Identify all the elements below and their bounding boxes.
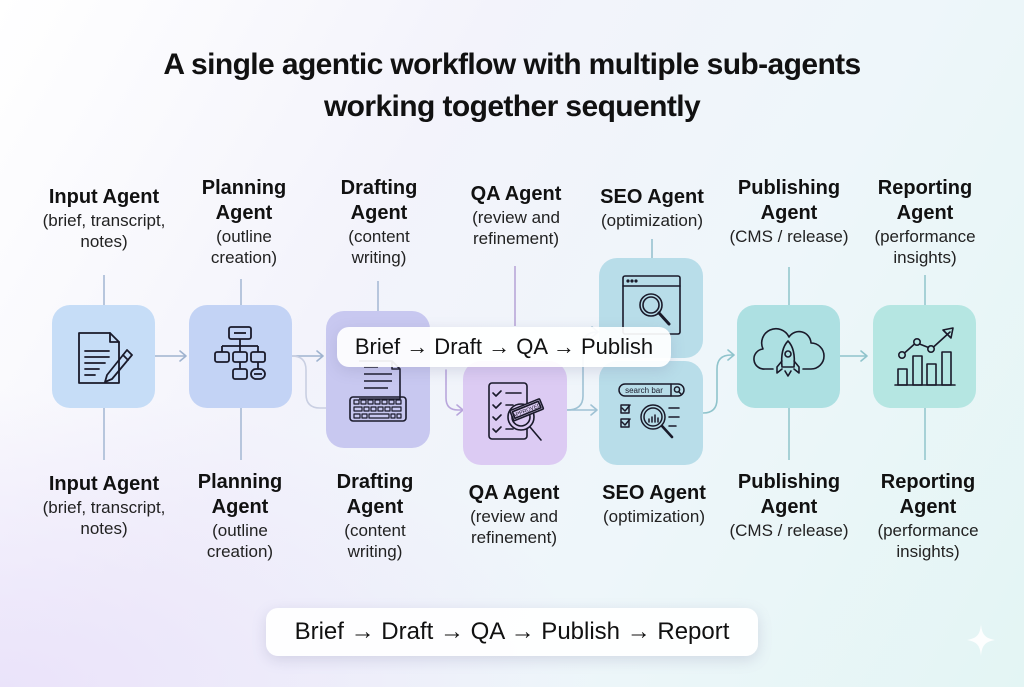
diagram-title: A single agentic workflow with multiple …: [0, 44, 1024, 128]
checklist-approved-magnifier-icon: APPROVED: [488, 382, 545, 441]
bottom-label-input-agent: Input Agent (brief, transcript, notes): [42, 473, 166, 538]
connector-line: [240, 279, 242, 305]
pipeline-summary-full: Brief → Draft → QA → Publish → Report: [266, 608, 758, 656]
arrow-planning-to-drafting-lower: [291, 355, 329, 409]
connector-line: [651, 239, 653, 259]
arrow-publishing-to-reporting: [839, 350, 868, 362]
top-label-planning-agent: Planning Agent (outline creation): [201, 177, 287, 267]
bottom-label-planning-agent: Planning Agent (outline creation): [197, 471, 283, 561]
connector-line: [103, 275, 105, 305]
bottom-label-publishing-agent: Publishing Agent (CMS / release): [729, 471, 849, 540]
top-label-qa-agent: QA Agent (review and refinement): [470, 183, 562, 248]
bottom-label-seo-agent: SEO Agent (optimization): [602, 482, 706, 526]
top-label-publishing-agent: Publishing Agent (CMS / release): [729, 177, 849, 246]
connector-line: [788, 267, 790, 305]
connector-line: [924, 275, 926, 305]
title-line-2: working together sequently: [323, 90, 701, 123]
bar-chart-trend-icon: [894, 327, 956, 386]
title-line-1: A single agentic workflow with multiple …: [163, 48, 861, 81]
cloud-rocket-icon: [753, 327, 825, 377]
arrow-input-to-planning: [154, 350, 187, 362]
arrow-drafting-to-qa: [445, 369, 464, 416]
document-pencil-icon: [78, 332, 133, 384]
bottom-label-reporting-agent: Reporting Agent (performance insights): [877, 471, 979, 561]
node-reporting-agent[interactable]: [873, 305, 976, 408]
connector-line: [788, 408, 790, 460]
top-label-seo-agent: SEO Agent (optimization): [600, 186, 704, 230]
top-label-drafting-agent: Drafting Agent (content writing): [340, 177, 418, 267]
arrow-seo-to-publishing: [702, 349, 735, 414]
node-input-agent[interactable]: [52, 305, 155, 408]
node-qa-agent[interactable]: APPROVED: [463, 361, 567, 465]
connector-line: [924, 408, 926, 460]
org-chart-icon: [214, 326, 266, 380]
connector-line: [103, 408, 105, 460]
connector-line: [377, 281, 379, 311]
top-label-reporting-agent: Reporting Agent (performance insights): [874, 177, 976, 267]
bottom-label-drafting-agent: Drafting Agent (content writing): [336, 471, 414, 561]
search-bar-text: search bar: [625, 386, 663, 395]
top-label-input-agent: Input Agent (brief, transcript, notes): [42, 186, 166, 251]
node-publishing-agent[interactable]: [737, 305, 840, 408]
bottom-label-qa-agent: QA Agent (review and refinement): [468, 482, 560, 547]
connector-line: [240, 408, 242, 460]
connector-line: [514, 266, 516, 326]
node-planning-agent[interactable]: [189, 305, 292, 408]
browser-search-icon: [622, 275, 681, 335]
sparkle-icon: [967, 624, 995, 656]
pipeline-summary-short: Brief → Draft → QA → Publish: [337, 327, 671, 367]
node-seo-agent[interactable]: search bar: [599, 361, 703, 465]
seo-search-analytics-icon: search bar: [618, 383, 685, 439]
